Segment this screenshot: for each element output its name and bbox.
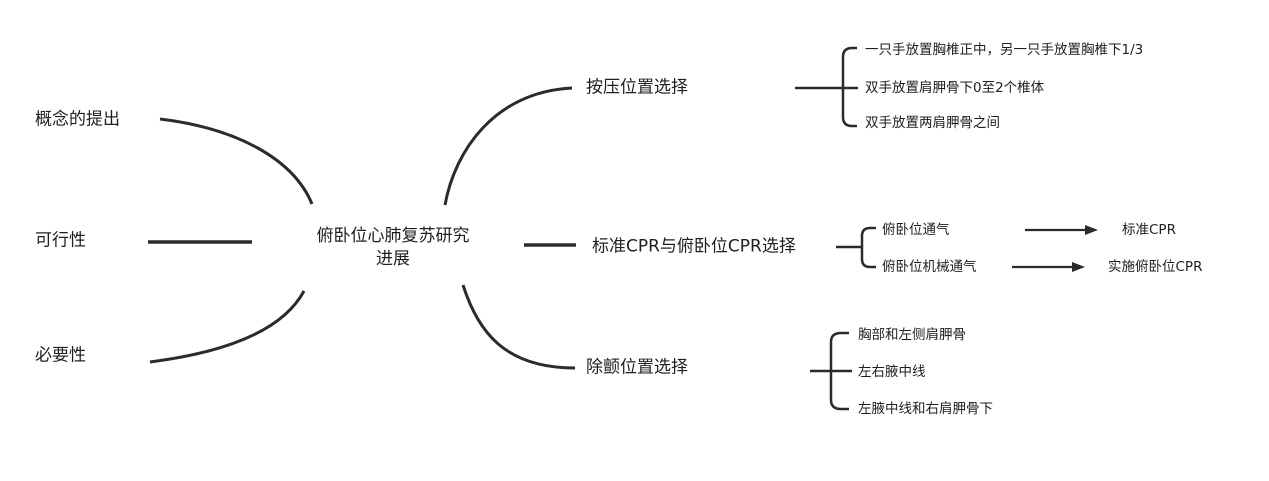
- arrow-prone-ventilation-to-standard-cpr: [1025, 225, 1098, 235]
- edge-root-to-necessity: [149, 290, 306, 364]
- node-compression-position[interactable]: 按压位置选择: [586, 77, 688, 98]
- node-defib-position[interactable]: 除颤位置选择: [586, 357, 688, 378]
- node-concept-proposal[interactable]: 概念的提出: [35, 109, 120, 130]
- node-defib-option-2[interactable]: 左右腋中线: [858, 363, 926, 380]
- node-compression-option-1[interactable]: 一只手放置胸椎正中，另一只手放置胸椎下1/3: [865, 41, 1144, 58]
- arrow-prone-mech-ventilation-to-prone-cpr: [1012, 262, 1085, 272]
- bracket-compression: [841, 46, 857, 128]
- root-node[interactable]: 俯卧位心肺复苏研究 进展: [316, 226, 470, 269]
- bracket-cpr-choice: [860, 226, 876, 269]
- node-defib-option-3[interactable]: 左腋中线和右肩胛骨下: [858, 400, 993, 417]
- edge-root-to-concept: [159, 117, 314, 205]
- node-compression-option-2[interactable]: 双手放置肩胛骨下0至2个椎体: [865, 79, 1045, 96]
- edge-root-to-compression: [443, 86, 573, 206]
- node-cpr-choice[interactable]: 标准CPR与俯卧位CPR选择: [592, 236, 796, 257]
- node-defib-option-1[interactable]: 胸部和左侧肩胛骨: [858, 326, 966, 343]
- node-necessity[interactable]: 必要性: [35, 345, 86, 366]
- node-compression-option-3[interactable]: 双手放置两肩胛骨之间: [865, 114, 1000, 131]
- node-feasibility[interactable]: 可行性: [35, 230, 86, 251]
- node-prone-ventilation[interactable]: 俯卧位通气: [882, 221, 950, 238]
- node-standard-cpr-result[interactable]: 标准CPR: [1122, 221, 1176, 238]
- edge-root-to-defib: [461, 284, 576, 370]
- node-prone-cpr-result[interactable]: 实施俯卧位CPR: [1108, 258, 1203, 275]
- bracket-defib: [829, 331, 849, 411]
- node-prone-mech-ventilation[interactable]: 俯卧位机械通气: [882, 258, 977, 275]
